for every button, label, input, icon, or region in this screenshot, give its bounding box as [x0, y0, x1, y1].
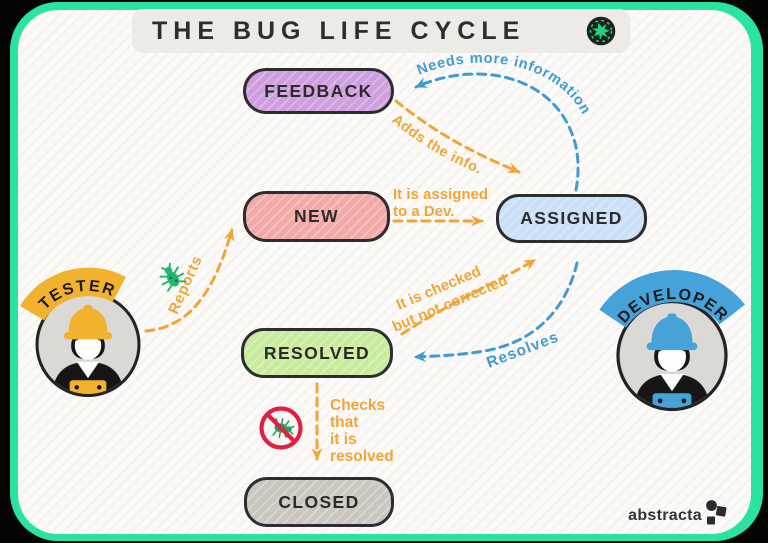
page-title: THE BUG LIFE CYCLE: [152, 16, 526, 45]
label-needs-more-info: Needs more information: [415, 51, 594, 118]
brand-name: abstracta: [628, 507, 702, 524]
svg-text:resolved: resolved: [330, 448, 394, 465]
node-closed: CLOSED: [244, 477, 394, 527]
node-assigned-label: ASSIGNED: [520, 208, 623, 228]
arrow-checked-not-corrected: [400, 258, 537, 336]
node-feedback-label: FEEDBACK: [264, 80, 373, 101]
arrow-reports: [144, 228, 235, 333]
label-checks-resolved: Checks that it is resolved: [330, 397, 394, 465]
tester-arrows: [144, 99, 537, 461]
developer-persona: DEVELOPER: [599, 270, 745, 412]
developer-arrows: [413, 72, 580, 363]
node-resolved-label: RESOLVED: [263, 342, 371, 363]
svg-text:Checks: Checks: [330, 397, 385, 414]
title-bug-icon: [586, 16, 616, 46]
tester-persona: TESTER: [20, 267, 139, 398]
label-adds-info: Adds the info.: [389, 112, 485, 178]
svg-text:that: that: [330, 414, 358, 431]
brand-logo: abstracta: [628, 500, 727, 525]
arrow-adds-info: [394, 99, 521, 174]
no-bug-icon: [259, 406, 303, 450]
brand-mark-icon: [706, 500, 727, 525]
label-resolves: Resolves: [484, 329, 561, 372]
svg-text:it is: it is: [330, 431, 357, 448]
arrow-resolves: [413, 261, 579, 363]
node-resolved: RESOLVED: [241, 328, 393, 378]
node-assigned: ASSIGNED: [496, 194, 647, 243]
label-assigned-line2: to a Dev.: [393, 203, 454, 220]
label-assigned-line1: It is assigned: [393, 186, 488, 203]
reported-bug-icon: [154, 259, 188, 293]
node-closed-label: CLOSED: [278, 491, 360, 512]
node-new: NEW: [243, 191, 390, 242]
node-feedback: FEEDBACK: [243, 68, 394, 114]
arrow-needs-more-info: [414, 72, 580, 192]
node-new-label: NEW: [293, 206, 340, 226]
title-bar: THE BUG LIFE CYCLE: [132, 9, 630, 53]
